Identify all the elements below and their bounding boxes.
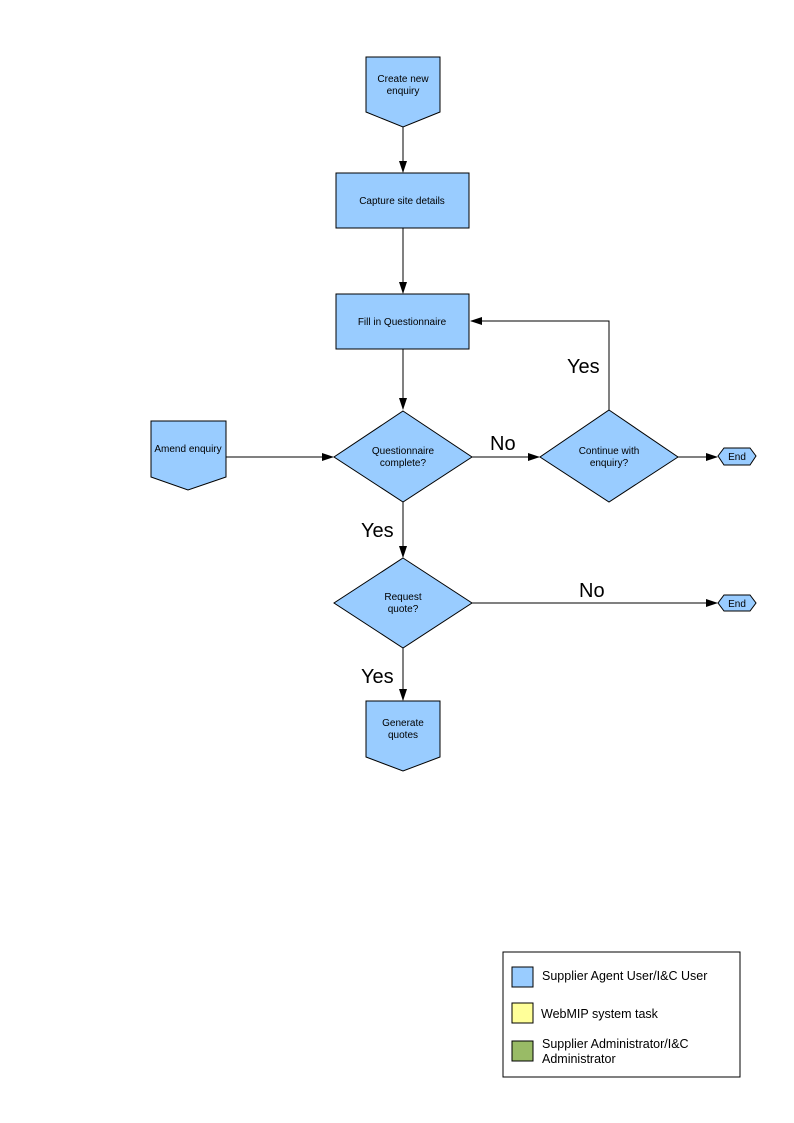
node-create-enquiry: Create new enquiry — [365, 56, 441, 128]
node-end-2-shape — [717, 594, 757, 612]
node-request-quote-shape — [333, 557, 473, 649]
legend-border — [502, 951, 741, 1078]
node-generate-quotes-shape — [365, 700, 441, 772]
node-amend-enquiry-shape — [150, 420, 227, 491]
node-continue-enquiry: Continue with enquiry? — [539, 409, 679, 503]
legend-swatch-admin — [511, 1040, 534, 1062]
edge-continue-to-fill — [470, 317, 610, 410]
node-questionnaire-complete: Questionnaire complete? — [333, 410, 473, 503]
label-complete-yes: Yes — [361, 520, 394, 542]
legend-swatch-agent — [511, 966, 534, 988]
node-create-enquiry-shape — [365, 56, 441, 128]
node-end-2-label: End — [728, 599, 746, 610]
node-end-1: End — [717, 447, 757, 466]
node-fill-questionnaire-label: Fill in Questionnaire — [358, 317, 447, 328]
connectors — [226, 127, 718, 701]
node-questionnaire-complete-line2: complete? — [380, 458, 427, 469]
node-generate-quotes: Generate quotes — [365, 700, 441, 772]
node-continue-enquiry-line1: Continue with — [579, 446, 640, 457]
legend-label-admin-line2: Administrator — [542, 1052, 616, 1066]
node-questionnaire-complete-line1: Questionnaire — [372, 446, 435, 457]
node-request-quote-line1: Request — [384, 592, 421, 603]
node-generate-quotes-line1: Generate — [382, 718, 424, 729]
legend: Supplier Agent User/I&C User WebMIP syst… — [502, 951, 741, 1078]
node-capture-site-label: Capture site details — [359, 196, 445, 207]
node-generate-quotes-line2: quotes — [388, 730, 418, 741]
node-amend-enquiry: Amend enquiry — [150, 420, 227, 491]
node-create-enquiry-line1: Create new — [377, 74, 429, 85]
node-end-1-shape — [717, 447, 757, 466]
node-end-1-label: End — [728, 452, 746, 463]
label-complete-no: No — [490, 433, 516, 455]
node-amend-enquiry-label: Amend enquiry — [154, 444, 221, 455]
node-continue-enquiry-line2: enquiry? — [590, 458, 629, 469]
label-quote-yes: Yes — [361, 666, 394, 688]
node-create-enquiry-line2: enquiry — [387, 86, 420, 97]
node-fill-questionnaire: Fill in Questionnaire — [335, 293, 470, 350]
node-request-quote: Request quote? — [333, 557, 473, 649]
label-continue-yes: Yes — [567, 356, 600, 378]
node-capture-site: Capture site details — [335, 172, 470, 229]
node-fill-questionnaire-shape — [335, 293, 470, 350]
legend-swatch-system — [511, 1002, 534, 1024]
label-quote-no: No — [579, 580, 605, 602]
legend-label-agent: Supplier Agent User/I&C User — [542, 969, 707, 983]
legend-label-system: WebMIP system task — [541, 1007, 659, 1021]
node-continue-enquiry-shape — [539, 409, 679, 503]
legend-label-admin-line1: Supplier Administrator/I&C — [542, 1037, 689, 1051]
node-end-2: End — [717, 594, 757, 612]
node-capture-site-shape — [335, 172, 470, 229]
node-request-quote-line2: quote? — [388, 604, 419, 615]
node-questionnaire-complete-shape — [333, 410, 473, 503]
edge-labels: Yes No Yes No Yes — [361, 356, 605, 688]
